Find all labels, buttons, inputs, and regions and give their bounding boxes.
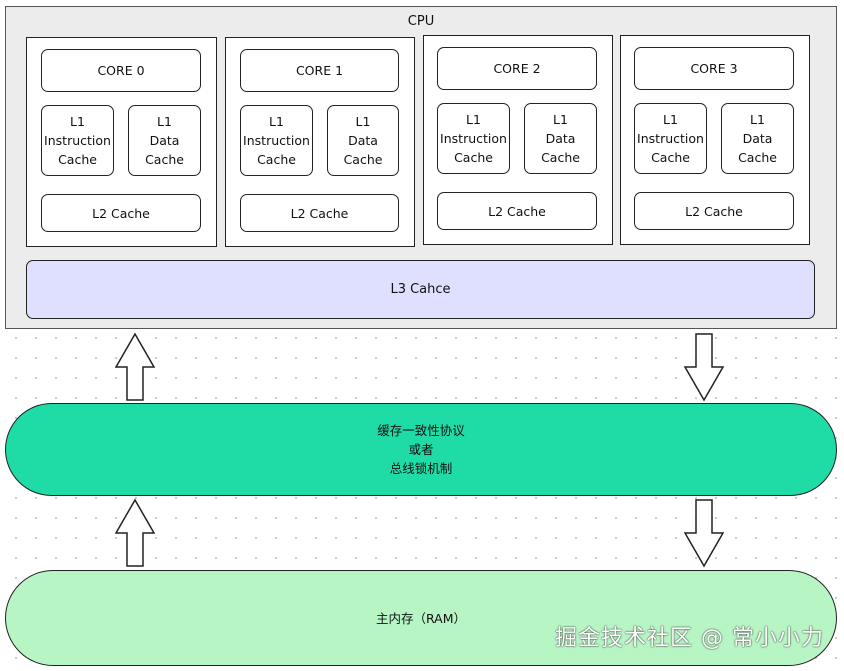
- core-3-label: CORE 3: [634, 47, 794, 90]
- down-arrow-icon: [683, 499, 725, 568]
- protocol-line-2: 或者: [408, 442, 434, 457]
- down-arrow-icon: [683, 333, 725, 402]
- core-1-l2-cache: L2 Cache: [240, 194, 399, 232]
- core-1-label: CORE 1: [240, 49, 399, 92]
- up-arrow-icon: [114, 498, 156, 567]
- core-3-l2-cache: L2 Cache: [634, 192, 794, 230]
- core-0-label: CORE 0: [41, 49, 201, 92]
- protocol-line-1: 缓存一致性协议: [377, 423, 465, 438]
- cache-coherence-protocol: 缓存一致性协议或者总线锁机制: [5, 403, 837, 496]
- cpu-label: CPU: [407, 14, 435, 29]
- main-memory-ram: 主内存（RAM）: [5, 570, 837, 666]
- core-2-label: CORE 2: [437, 47, 597, 90]
- core-0-l2-cache: L2 Cache: [41, 194, 201, 232]
- l3-cache: L3 Cahce: [26, 260, 815, 319]
- watermark: 掘金技术社区 @ 常小小力: [555, 626, 824, 651]
- core-2-l2-cache: L2 Cache: [437, 192, 597, 230]
- protocol-line-3: 总线锁机制: [389, 461, 453, 476]
- up-arrow-icon: [114, 332, 156, 401]
